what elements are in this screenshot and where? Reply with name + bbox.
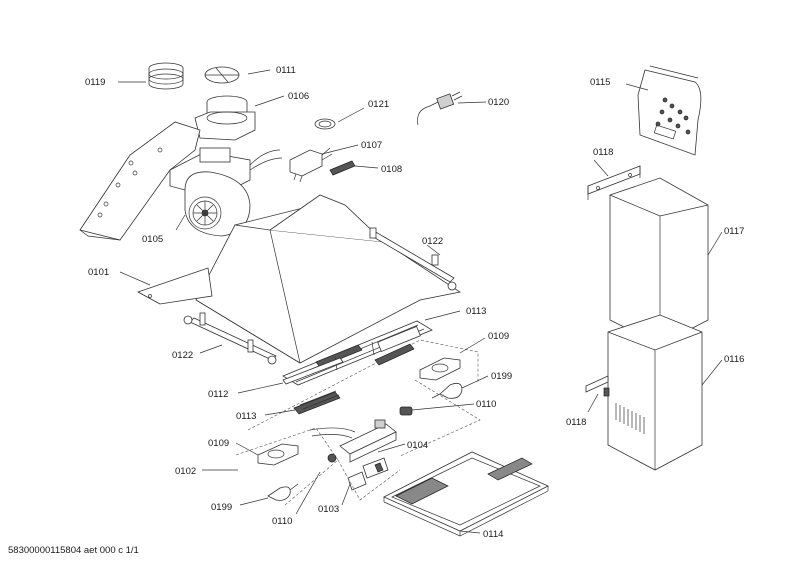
part-0112-filter-bar xyxy=(282,357,344,385)
callout-0118-top: 0118 xyxy=(593,147,613,158)
callout-0117: 0117 xyxy=(724,226,744,237)
callout-0115: 0115 xyxy=(590,77,610,88)
part-0114-grease-filter xyxy=(383,451,549,537)
callout-0112: 0112 xyxy=(208,389,228,400)
part-0108-knob-strip xyxy=(329,160,356,176)
callout-0199-left: 0199 xyxy=(211,502,232,513)
part-0199-bulb-left xyxy=(267,483,299,501)
callout-labels: 0119 0111 0106 0121 0120 0107 0108 0105 … xyxy=(85,65,744,540)
part-0107-switch xyxy=(289,147,333,183)
callout-0113-bottom: 0113 xyxy=(236,411,256,422)
callout-0105: 0105 xyxy=(142,234,163,245)
callout-0108: 0108 xyxy=(381,164,402,175)
part-0105-fan-motor xyxy=(169,147,283,237)
leader-lines xyxy=(118,69,723,534)
part-0115-screw-kit-bag xyxy=(637,65,702,156)
part-0122-support-bar-left xyxy=(183,312,277,365)
part-0101-hood-body xyxy=(137,194,462,364)
part-0106-air-outlet xyxy=(194,95,256,141)
assembly-outline xyxy=(235,339,481,506)
callout-0118-bottom: 0118 xyxy=(566,417,586,428)
part-0118-wall-bracket-bottom xyxy=(585,375,610,397)
callout-0114: 0114 xyxy=(483,529,503,540)
part-0104-clip xyxy=(362,457,389,479)
callout-0109-right: 0109 xyxy=(488,331,509,342)
callout-0113-top: 0113 xyxy=(466,306,486,317)
part-0105-side-panel xyxy=(79,121,201,241)
part-0103-bracket xyxy=(347,471,367,491)
part-0116-lower-chimney xyxy=(607,314,703,471)
document-code: 58300000115804 aet 000 c 1/1 xyxy=(8,545,139,556)
part-0122-support-bar-right xyxy=(369,227,457,291)
callout-0103: 0103 xyxy=(318,504,339,515)
callout-0109-left: 0109 xyxy=(208,438,229,449)
callout-0102: 0102 xyxy=(175,466,196,477)
callout-0119: 0119 xyxy=(85,77,105,88)
part-0104-light-unit xyxy=(309,419,397,463)
callout-0116: 0116 xyxy=(724,354,744,365)
part-0110-lamp-socket-right xyxy=(399,406,413,416)
callout-0110-left: 0110 xyxy=(272,516,292,527)
callout-0120: 0120 xyxy=(488,97,509,108)
callout-0199-right: 0199 xyxy=(491,371,512,382)
callout-0122-right: 0122 xyxy=(422,236,443,247)
callout-0110-right: 0110 xyxy=(476,399,496,410)
callout-0111: 0111 xyxy=(276,65,296,76)
callout-0107: 0107 xyxy=(361,140,382,151)
callout-0121: 0121 xyxy=(368,99,389,110)
callout-0106: 0106 xyxy=(288,91,309,102)
part-0120-power-cord xyxy=(417,91,463,126)
part-0118-wall-bracket-top xyxy=(587,165,641,200)
callout-0122-left: 0122 xyxy=(172,350,193,361)
callout-0101: 0101 xyxy=(88,267,109,278)
part-0111-damper-flap xyxy=(204,66,240,84)
part-0109-lamp-holder-left xyxy=(257,443,299,466)
part-0113-filter-mesh xyxy=(293,390,341,415)
part-0199-bulb-right xyxy=(431,382,463,399)
part-0121-cable-clamp xyxy=(314,118,336,130)
part-0119-adapter-ring xyxy=(148,62,184,90)
callout-0104: 0104 xyxy=(407,440,428,451)
vent-slots xyxy=(615,403,645,434)
part-0109-lamp-holder-right xyxy=(419,357,461,381)
part-0117-upper-chimney xyxy=(609,177,709,346)
